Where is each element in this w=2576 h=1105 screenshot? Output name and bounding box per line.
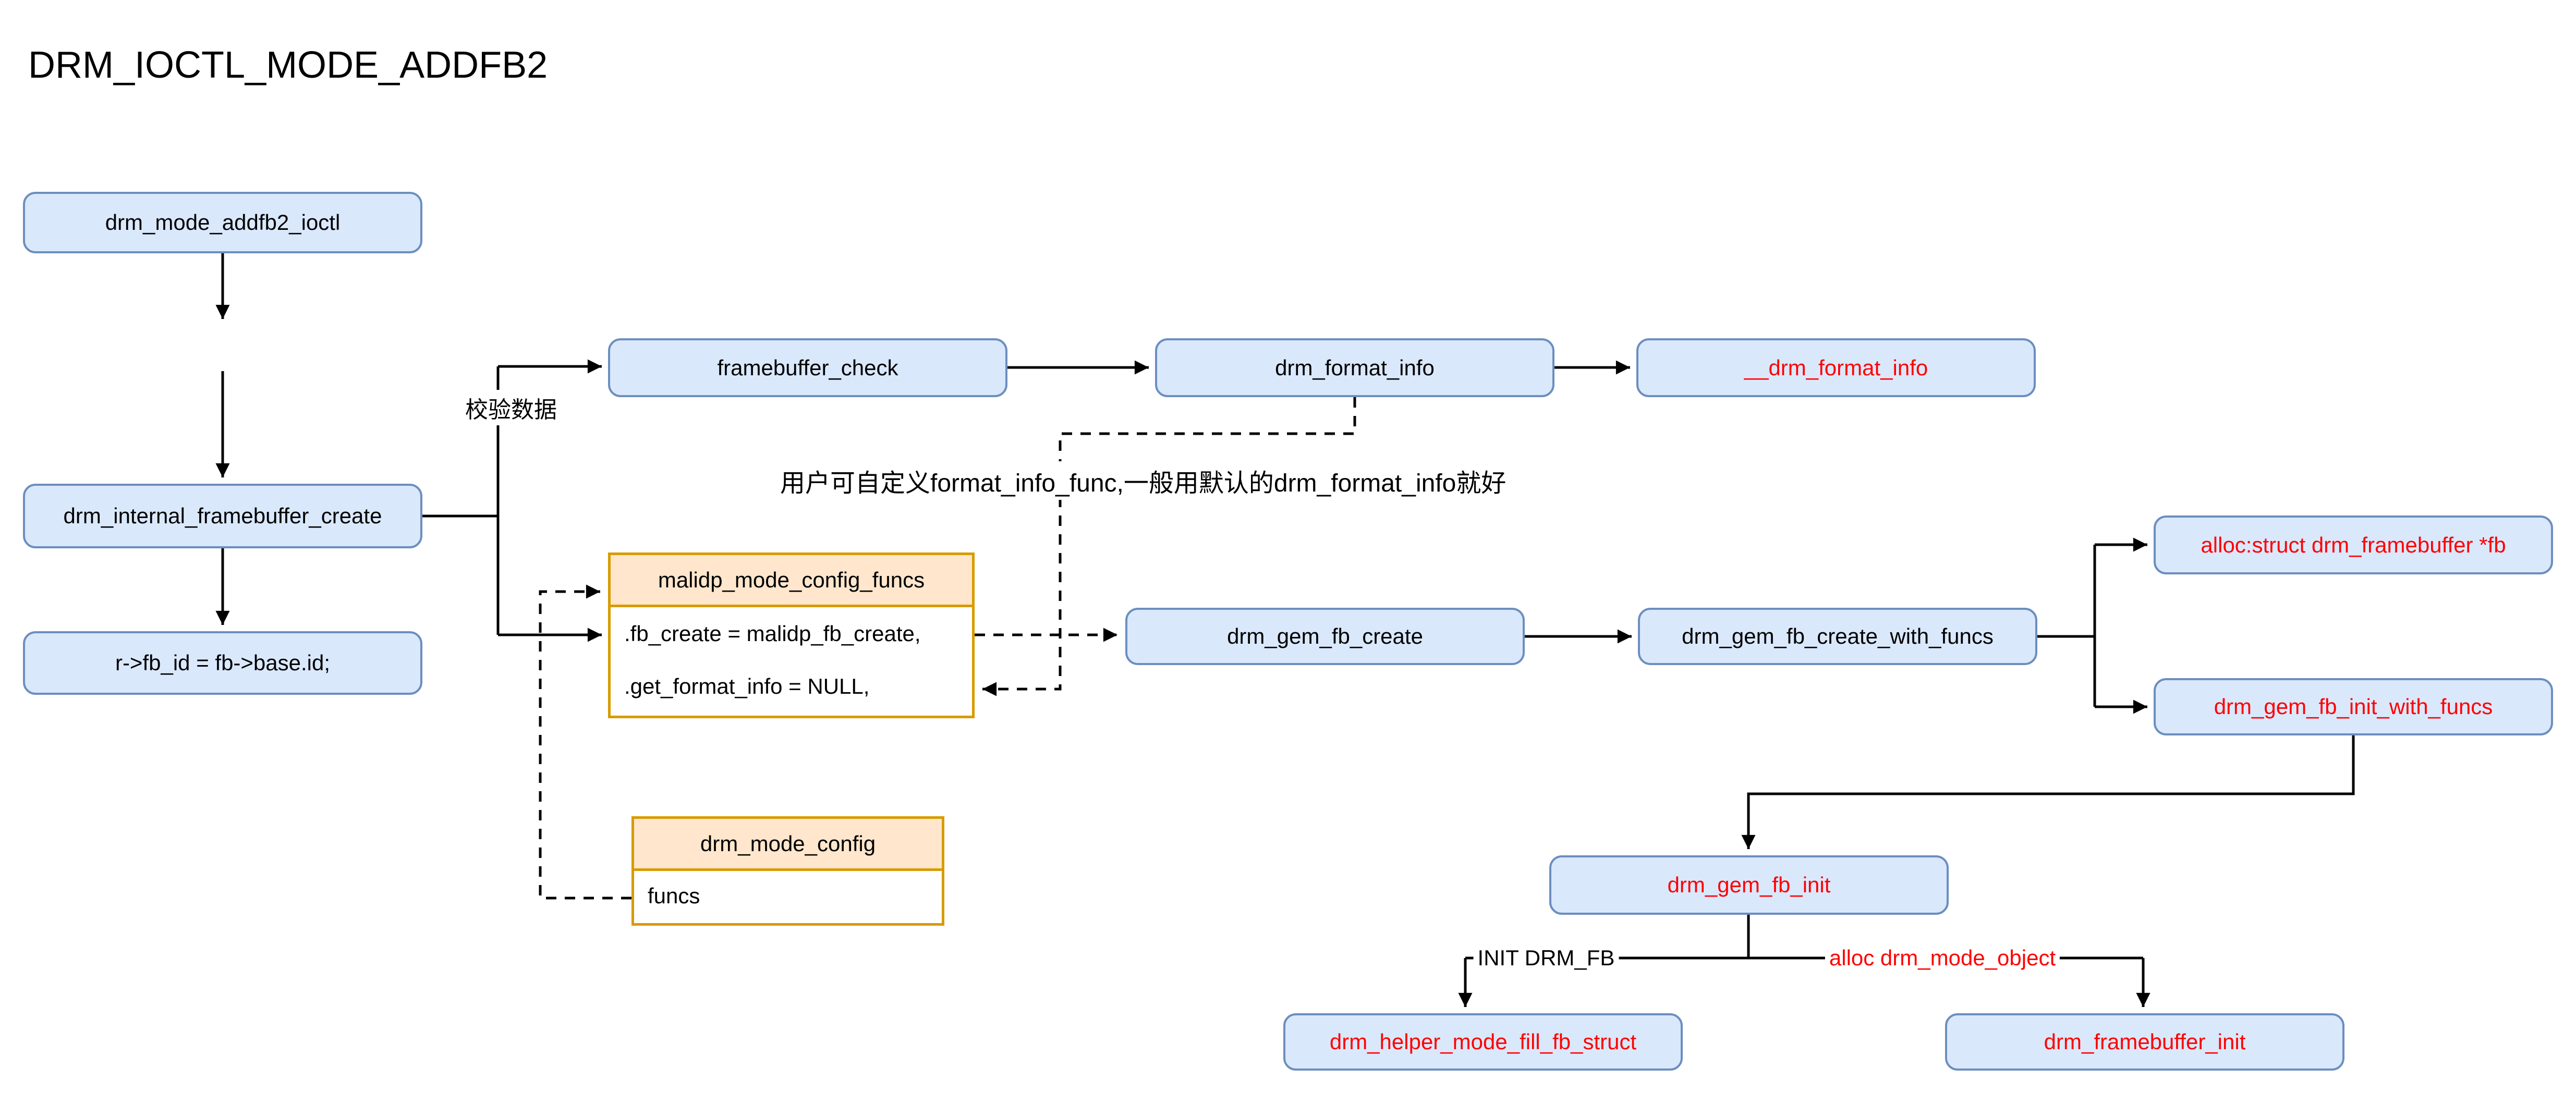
table-malidp-header: malidp_mode_config_funcs <box>611 555 972 607</box>
table-drm-mode-config: drm_mode_config funcs <box>631 816 944 926</box>
edge-label-verify-data: 校验数据 <box>461 390 561 425</box>
edge-label-format-info-note: 用户可自定义format_info_func,一般用默认的drm_format_… <box>776 461 1511 500</box>
table-row-get-format-info: .get_format_info = NULL, <box>624 674 870 699</box>
table-row-fb-create: .fb_create = malidp_fb_create, <box>624 621 921 646</box>
table-malidp-body: .fb_create = malidp_fb_create, .get_form… <box>611 607 972 713</box>
node-double-underscore-drm-format-info: __drm_format_info <box>1636 338 2036 397</box>
edge-funcs-to-malidp <box>539 584 631 900</box>
table-modecfg-body: funcs <box>634 871 942 920</box>
node-drm-gem-fb-create-with-funcs: drm_gem_fb_create_with_funcs <box>1638 608 2037 665</box>
node-drm-internal-framebuffer-create: drm_internal_framebuffer_create <box>23 484 422 548</box>
table-row-funcs: funcs <box>648 883 700 908</box>
node-alloc-struct-drm-framebuffer: alloc:struct drm_framebuffer *fb <box>2154 515 2553 574</box>
node-drm-framebuffer-init: drm_framebuffer_init <box>1945 1013 2344 1071</box>
node-drm-mode-addfb2-ioctl: drm_mode_addfb2_ioctl <box>23 192 422 253</box>
table-modecfg-header: drm_mode_config <box>634 819 942 871</box>
node-drm-gem-fb-init: drm_gem_fb_init <box>1549 855 1949 915</box>
edge-geminitwf-to-geminit <box>1741 735 2355 849</box>
node-framebuffer-check: framebuffer_check <box>608 338 1007 397</box>
edge-label-alloc-drm-mode-object: alloc drm_mode_object <box>1825 944 2060 972</box>
edge-fmtinfo-default-loop <box>982 397 1356 696</box>
page-title: DRM_IOCTL_MODE_ADDFB2 <box>28 44 548 86</box>
table-malidp-mode-config-funcs: malidp_mode_config_funcs .fb_create = ma… <box>608 552 975 718</box>
edge-label-init-drm-fb: INIT DRM_FB <box>1473 944 1619 972</box>
node-drm-helper-mode-fill-fb-struct: drm_helper_mode_fill_fb_struct <box>1283 1013 1683 1071</box>
node-drm-gem-fb-create: drm_gem_fb_create <box>1125 608 1525 665</box>
node-fb-id-assign: r->fb_id = fb->base.id; <box>23 631 422 695</box>
node-drm-format-info: drm_format_info <box>1155 338 1554 397</box>
edge-gemcreatewf-branch <box>2037 545 2096 707</box>
node-drm-gem-fb-init-with-funcs: drm_gem_fb_init_with_funcs <box>2154 678 2553 735</box>
